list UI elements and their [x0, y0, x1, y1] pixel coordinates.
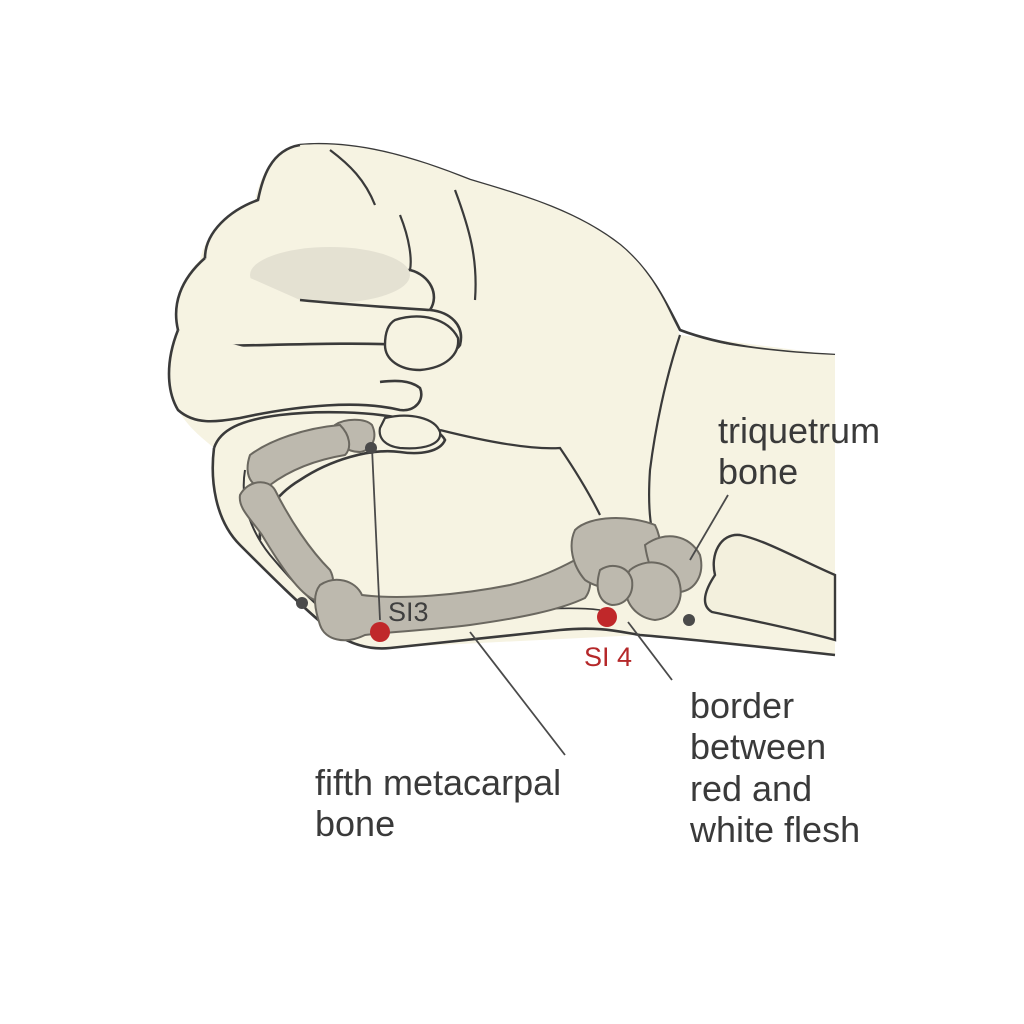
- border-marker-dot: [683, 614, 695, 626]
- border-label-line2: between: [690, 726, 827, 768]
- edge-marker-dot: [296, 597, 308, 609]
- si3-acupoint: [370, 622, 390, 642]
- little-fingernail: [378, 414, 442, 450]
- ulna-head: [703, 533, 837, 642]
- middle-fingernail: [383, 315, 460, 372]
- border-label-line1: border: [690, 685, 795, 726]
- triquetrum-label: triquetrum bone: [718, 410, 880, 493]
- ulnar-edge: [211, 447, 836, 657]
- si3-leader-line: [371, 447, 381, 621]
- ring-finger: [167, 329, 423, 423]
- triquetrum-leader-line: [689, 494, 729, 561]
- metacarpal-label: fifth metacarpal bone: [315, 762, 561, 845]
- metacarpal-label-line1: fifth metacarpal: [315, 762, 562, 803]
- si4-label: SI 4: [584, 642, 633, 672]
- metacarpal-leader-line: [469, 631, 566, 756]
- border-label: border between red and white flesh: [690, 685, 860, 851]
- si3-label: SI3: [388, 597, 429, 627]
- triquetrum-label-line2: bone: [718, 451, 799, 493]
- border-label-line3: red and: [690, 767, 813, 809]
- metacarpal-label-line2: bone: [315, 803, 396, 845]
- si4-acupoint: [597, 607, 617, 627]
- phalanx-marker-dot: [365, 442, 377, 454]
- border-leader-line: [627, 621, 673, 681]
- thumb-pad: [250, 247, 410, 303]
- leader-lines: [371, 447, 729, 756]
- fifth-finger-bones: [238, 418, 376, 602]
- border-label-line4: white flesh: [690, 809, 861, 851]
- triquetrum-label-line1: triquetrum: [718, 410, 881, 451]
- fifth-metacarpal: [314, 558, 592, 642]
- carpal-bones: [570, 517, 703, 622]
